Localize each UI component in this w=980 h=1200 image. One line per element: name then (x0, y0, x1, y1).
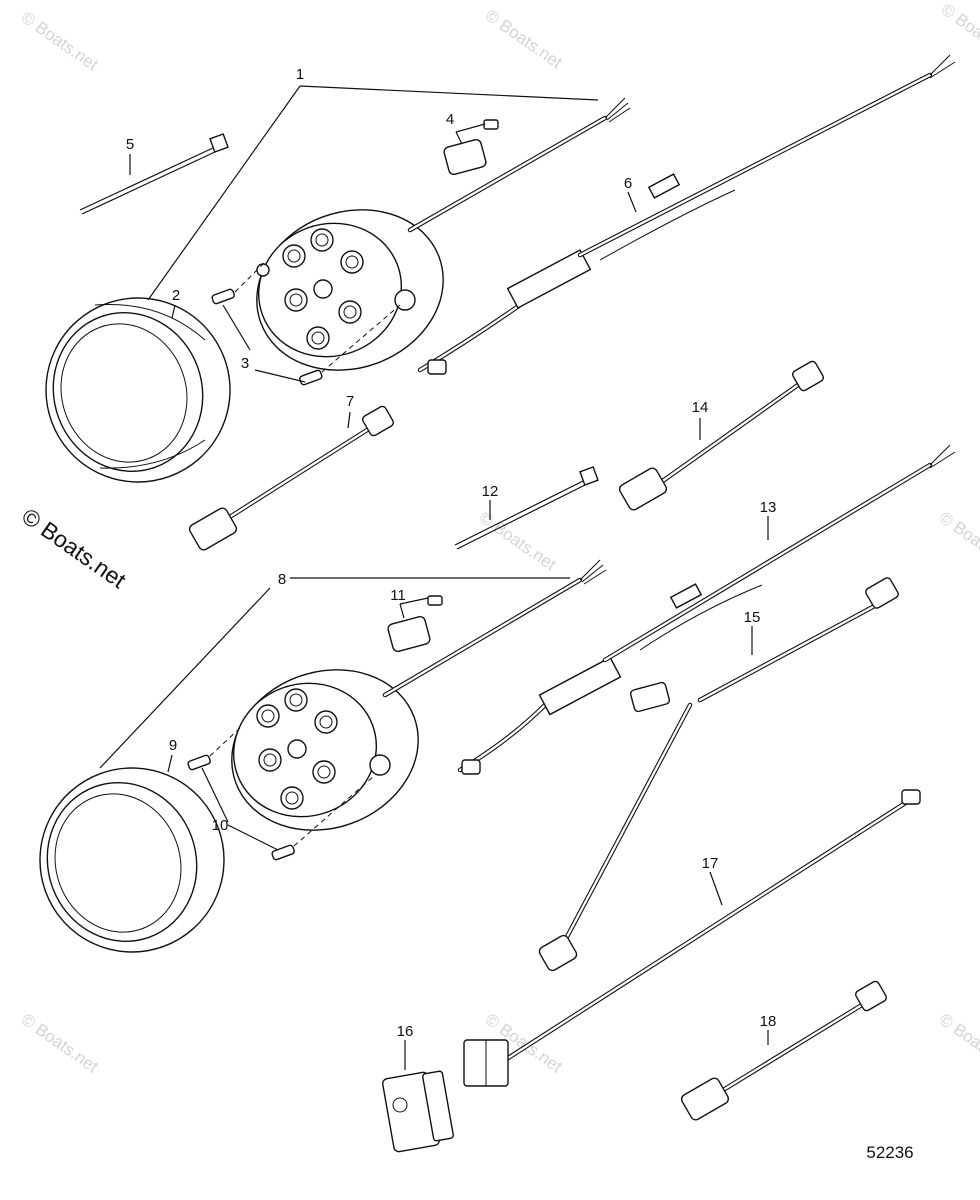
light-housing-lower (231, 669, 419, 831)
light-housing-upper (256, 209, 444, 371)
callout-2: 2 (172, 287, 180, 304)
callout-1: 1 (296, 66, 304, 83)
callout-17: 17 (702, 855, 719, 872)
harness-13 (457, 444, 956, 775)
watermark-top-center: © Boats.net (482, 6, 566, 73)
harness-14 (618, 360, 824, 511)
harness-15 (538, 577, 899, 972)
harness-7 (188, 405, 394, 551)
watermark-left-bold: © Boats.net (17, 503, 131, 594)
callout-18: 18 (760, 1013, 777, 1030)
bezel-lower (39, 767, 225, 953)
callout-4: 4 (446, 111, 454, 128)
bezel-upper (45, 297, 231, 483)
watermark-middle-right: © Boats.net (936, 508, 980, 575)
callout-3: 3 (241, 355, 249, 372)
screws-lower (187, 727, 376, 861)
watermark-bottom-right: © Boats.net (936, 1010, 980, 1077)
callout-7: 7 (346, 393, 354, 410)
watermark-middle: © Boats.net (476, 508, 560, 575)
switch-16 (382, 1039, 509, 1153)
callout-11: 11 (390, 587, 406, 604)
watermark-top-left: © Boats.net (18, 8, 102, 75)
watermark-top-right: © Boats.net (938, 0, 980, 67)
callout-15: 15 (744, 609, 761, 626)
leader-lines (99, 85, 769, 1070)
callout-14: 14 (692, 399, 709, 416)
callout-8: 8 (278, 571, 286, 588)
callout-12: 12 (482, 483, 499, 500)
harness-6 (417, 54, 956, 375)
callout-16: 16 (397, 1023, 414, 1040)
figure-number: 52236 (866, 1143, 913, 1162)
harness-17 (502, 789, 921, 1063)
watermark-bottom-left: © Boats.net (18, 1010, 102, 1077)
callout-13: 13 (760, 499, 777, 516)
callout-labels: 1 2 3 4 5 6 7 8 9 10 11 12 13 14 15 16 1… (126, 66, 777, 1040)
harness-18 (680, 980, 887, 1121)
callout-5: 5 (126, 136, 134, 153)
connector-11 (387, 595, 443, 653)
cable-tie-12 (454, 466, 599, 550)
callout-9: 9 (169, 737, 177, 754)
callout-10: 10 (212, 817, 229, 834)
screws-upper (211, 261, 401, 386)
cable-tie-5 (79, 133, 229, 215)
callout-6: 6 (624, 175, 632, 192)
